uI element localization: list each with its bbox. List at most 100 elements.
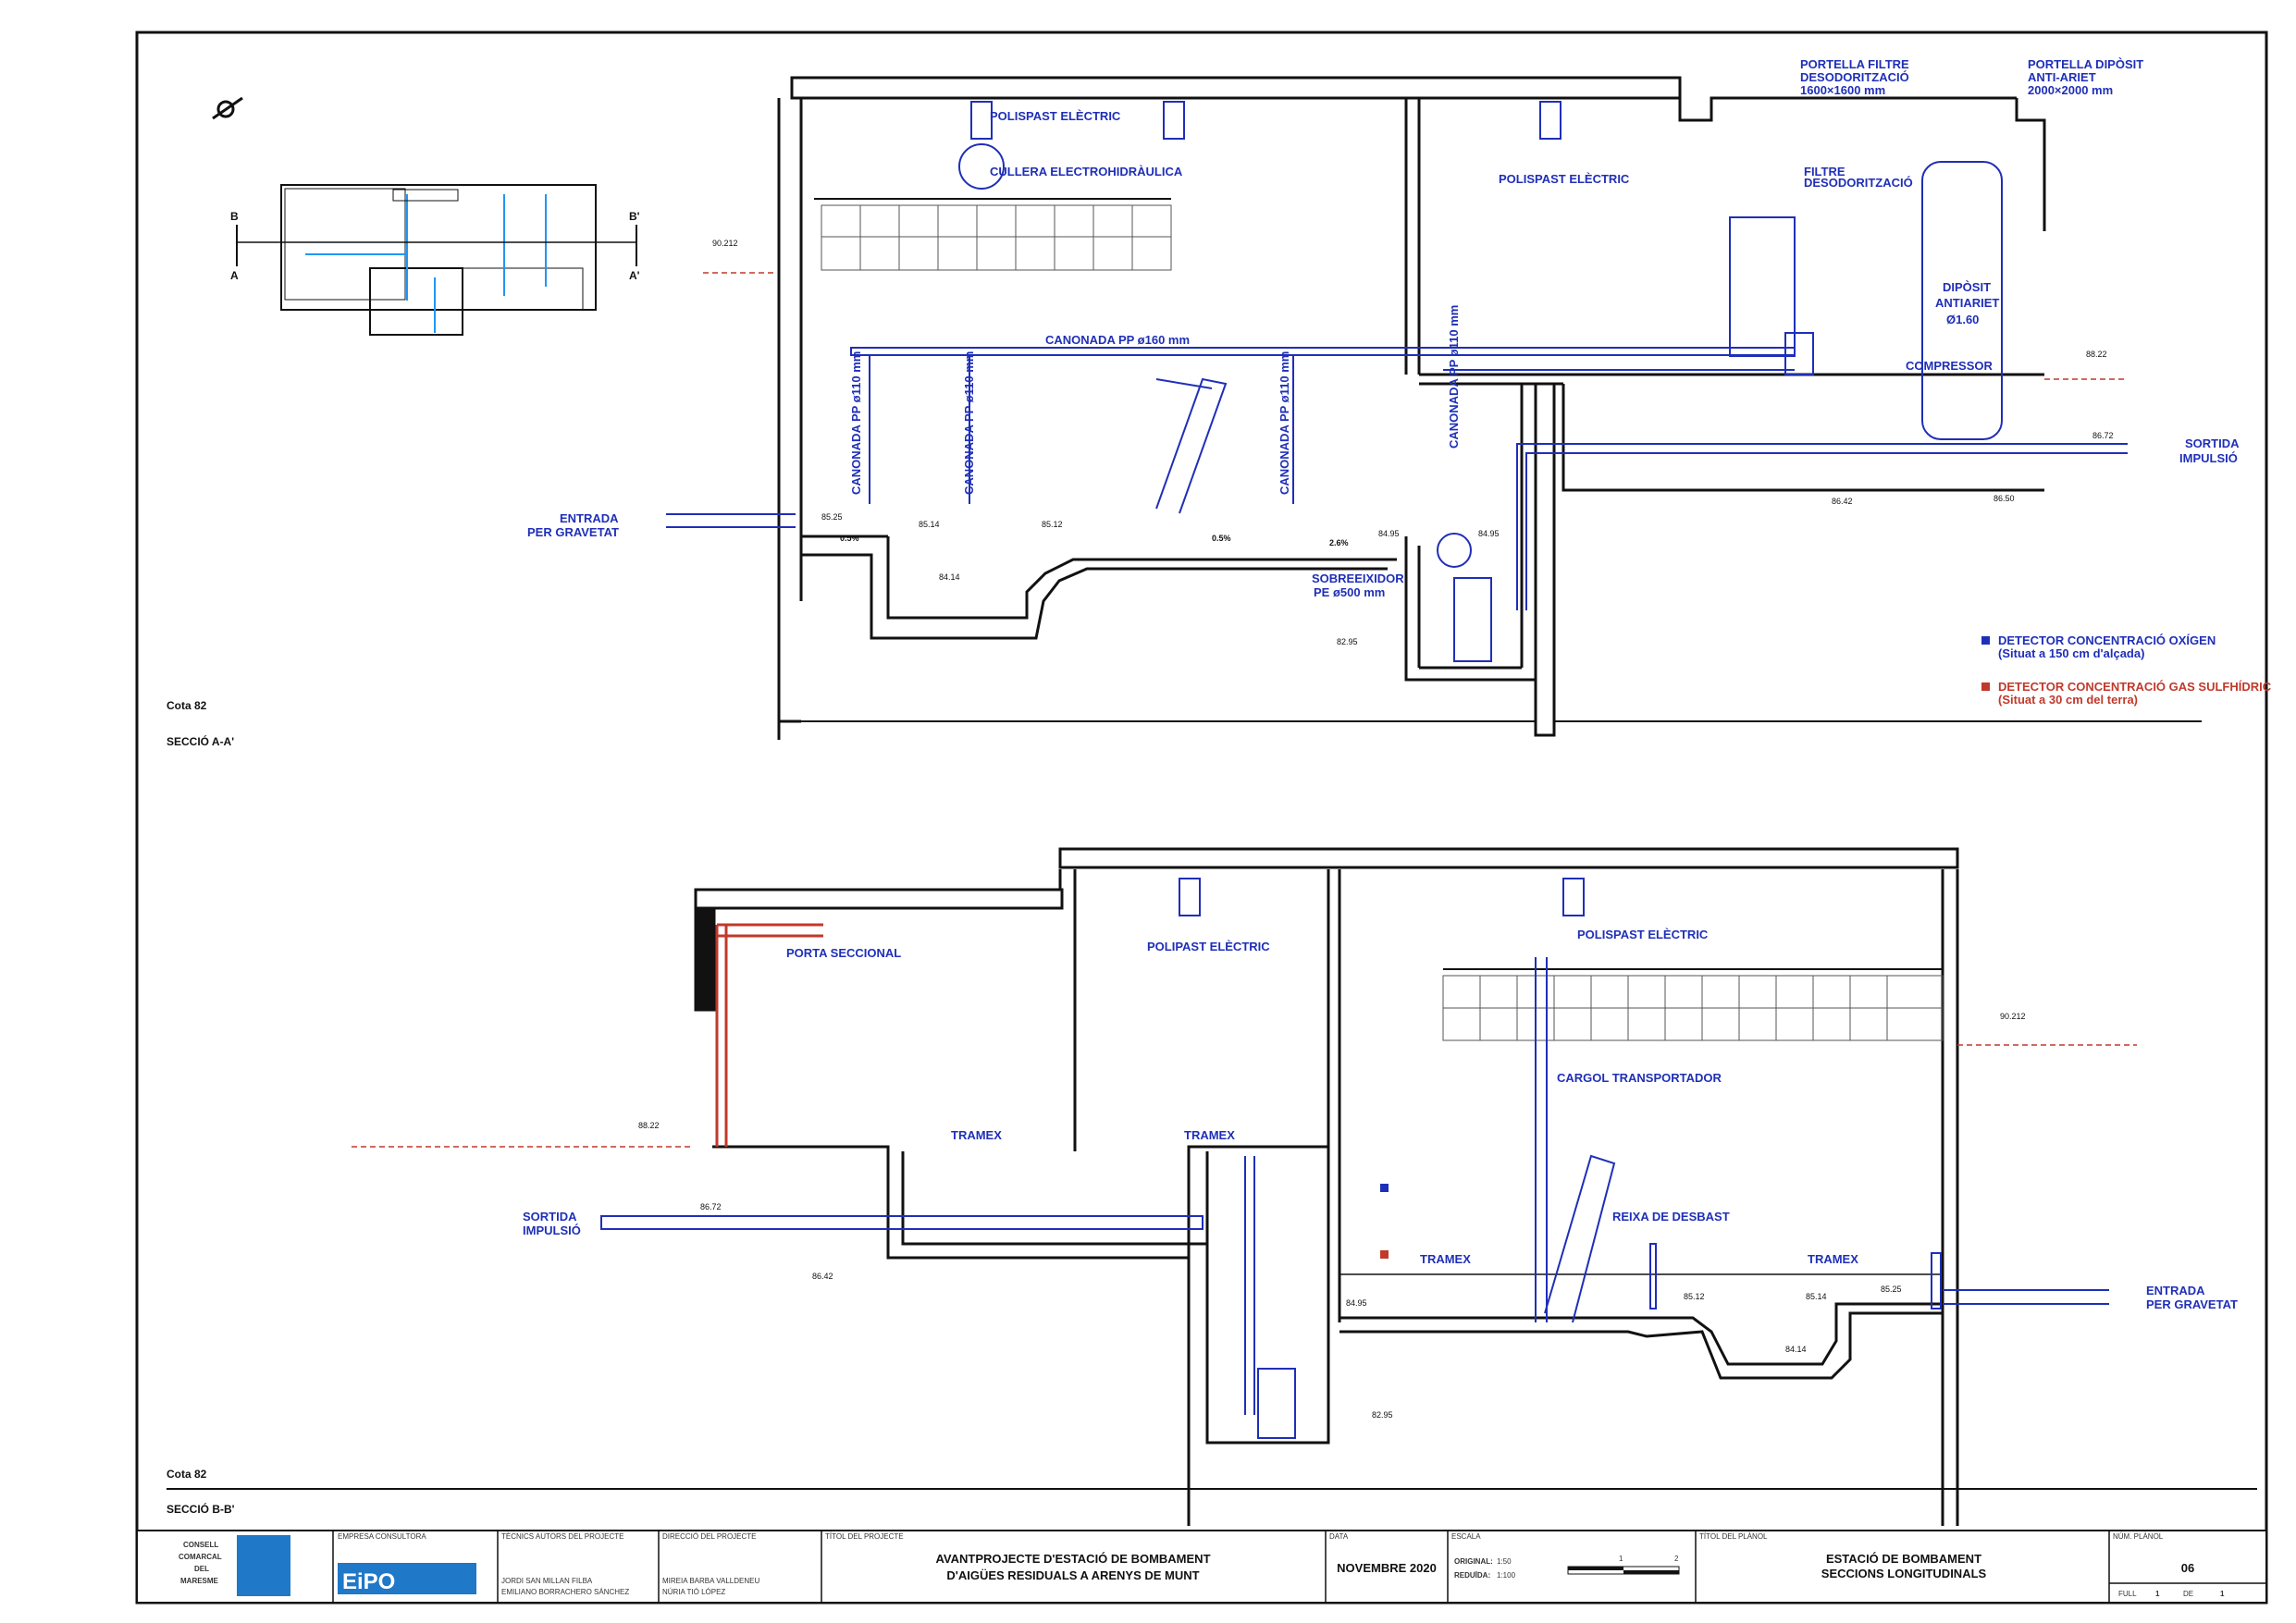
level-8822-b: 88.22	[638, 1121, 660, 1130]
level-8672-b: 86.72	[700, 1202, 722, 1211]
cota-a: Cota 82	[167, 699, 207, 712]
level-8642-a: 86.42	[1832, 497, 1853, 506]
label-filtre2: DESODORITZACIÓ	[1804, 176, 1913, 190]
titol-1: AVANTPROJECTE D'ESTACIÓ DE BOMBAMENT	[935, 1552, 1210, 1566]
planol-hdr: TÍTOL DEL PLÀNOL	[1699, 1532, 1768, 1541]
label-polispast-1: POLISPAST ELÈCTRIC	[990, 109, 1121, 123]
label-tramex-1: TRAMEX	[951, 1128, 1002, 1142]
section-a: B A B' A'	[167, 57, 2240, 748]
planol-1: ESTACIÓ DE BOMBAMENT	[1826, 1552, 1981, 1566]
slope-3-a: 2.6%	[1329, 538, 1349, 547]
level-8295-a: 82.95	[1337, 637, 1358, 646]
label-portella-filtre-dim: 1600×1600 mm	[1800, 83, 1885, 97]
label-gravetat-b: PER GRAVETAT	[2146, 1297, 2238, 1311]
tecnic-1: JORDI SAN MILLAN FILBA	[501, 1577, 593, 1585]
label-reixa: REIXA DE DESBAST	[1612, 1210, 1730, 1223]
org-3: DEL	[194, 1565, 209, 1573]
empresa-hdr: EMPRESA CONSULTORA	[338, 1532, 426, 1541]
reduida-value: 1:100	[1497, 1571, 1516, 1580]
org-4: MARESME	[180, 1577, 219, 1585]
escala-hdr: ESCALA	[1451, 1532, 1481, 1541]
grating-b	[1442, 968, 1944, 1041]
scale-tick-2: 2	[1674, 1555, 1679, 1563]
sectional-door	[715, 923, 823, 1147]
num-hdr: NÚM. PLÀNOL	[2113, 1532, 2164, 1541]
label-canonada-110-b: CANONADA PP ø110 mm	[962, 351, 976, 495]
slope-1-a: 0.5%	[840, 534, 859, 543]
scale-tick-1: 1	[1619, 1555, 1623, 1563]
section-b: PORTA SECCIONAL POLIPAST ELÈCTRIC POLISP…	[167, 847, 2257, 1526]
legend-oxigen: DETECTOR CONCENTRACIÓ OXÍGEN	[1998, 633, 2216, 647]
tecnics-hdr: TÈCNICS AUTORS DEL PROJECTE	[501, 1532, 623, 1541]
label-polispast-b1: POLIPAST ELÈCTRIC	[1147, 940, 1270, 953]
data-value: NOVEMBRE 2020	[1337, 1561, 1437, 1575]
label-sortida-b: SORTIDA	[523, 1210, 577, 1223]
pipes-b	[600, 878, 2109, 1439]
titol-2: D'AIGÜES RESIDUALS A ARENYS DE MUNT	[946, 1568, 1199, 1582]
keyplan-b: B	[230, 210, 239, 223]
direccio-2: NÚRIA TIÓ LÓPEZ	[662, 1588, 725, 1596]
label-canonada-110-a: CANONADA PP ø110 mm	[849, 351, 863, 495]
label-porta: PORTA SECCIONAL	[786, 946, 901, 960]
level-8642-b: 86.42	[812, 1272, 833, 1281]
label-entrada-b: ENTRADA	[2146, 1284, 2205, 1297]
level-8525-a: 85.25	[821, 512, 843, 522]
keyplan-a: A	[230, 269, 239, 282]
legend-sulfhidric-note: (Situat a 30 cm del terra)	[1998, 693, 2138, 707]
level-8414-b: 84.14	[1785, 1345, 1807, 1354]
label-sobreeixidor2: PE ø500 mm	[1314, 585, 1385, 599]
label-polispast-2: POLISPAST ELÈCTRIC	[1499, 172, 1630, 186]
original-lbl: ORIGINAL:	[1454, 1557, 1493, 1566]
label-diposit: DIPÒSIT	[1943, 280, 1991, 294]
label-sortida-a: SORTIDA	[2185, 436, 2240, 450]
level-8295-b: 82.95	[1372, 1410, 1393, 1420]
keyplan-b2: B'	[629, 210, 640, 223]
label-cullera: CULLERA ELECTROHIDRÀULICA	[990, 165, 1183, 178]
label-canonada-110-c: CANONADA PP ø110 mm	[1278, 351, 1291, 495]
level-90212-a: 90.212	[712, 239, 738, 248]
org-2: COMARCAL	[179, 1553, 222, 1561]
legend: DETECTOR CONCENTRACIÓ OXÍGEN (Situat a 1…	[1981, 633, 2272, 707]
title-block: CONSELL COMARCAL DEL MARESME EMPRESA CON…	[136, 1530, 2267, 1604]
level-8525-b: 85.25	[1881, 1285, 1902, 1294]
sulfhidric-marker	[1981, 682, 1990, 691]
label-portella-diposit-dim: 2000×2000 mm	[2028, 83, 2113, 97]
level-8414-a: 84.14	[939, 572, 960, 582]
label-tramex-2: TRAMEX	[1184, 1128, 1235, 1142]
direccio-hdr: DIRECCIÓ DEL PROJECTE	[662, 1532, 757, 1541]
level-markers-b	[352, 1044, 2137, 1148]
section-a-title: SECCIÓ A-A'	[167, 734, 234, 748]
oxigen-marker-b	[1380, 1184, 1389, 1192]
data-hdr: DATA	[1329, 1532, 1349, 1541]
level-8512-a: 85.12	[1042, 520, 1063, 529]
keyplan-a2: A'	[629, 269, 640, 282]
org-1: CONSELL	[183, 1541, 218, 1549]
label-diposit3: Ø1.60	[1946, 313, 1979, 326]
level-8514-b: 85.14	[1806, 1292, 1827, 1301]
label-impulsio-a: IMPULSIÓ	[2179, 451, 2238, 465]
full-lbl: FULL	[2118, 1590, 2137, 1598]
key-plan	[236, 184, 637, 336]
label-tramex-4: TRAMEX	[1808, 1252, 1858, 1266]
sulfhidric-marker-b	[1380, 1250, 1389, 1259]
reduida-lbl: REDUÏDA:	[1454, 1571, 1490, 1580]
level-8514-a: 85.14	[919, 520, 940, 529]
level-8512-b: 85.12	[1684, 1292, 1705, 1301]
level-markers-a	[703, 272, 2128, 380]
section-b-title: SECCIÓ B-B'	[167, 1502, 235, 1516]
num-value: 06	[2181, 1561, 2194, 1575]
scale-bar	[1567, 1566, 1680, 1575]
north-arrow-icon	[212, 96, 243, 120]
eipo-logo-icon	[338, 1563, 476, 1594]
label-filtre: FILTRE	[1804, 165, 1845, 178]
pipes-a	[666, 101, 2128, 662]
level-8650-a: 86.50	[1994, 494, 2015, 503]
eipo-logo-text: EiPO	[342, 1569, 395, 1594]
label-polispast-b2: POLISPAST ELÈCTRIC	[1577, 928, 1709, 941]
label-desodoritzacio: DESODORITZACIÓ	[1800, 70, 1909, 84]
level-8495b-a: 84.95	[1478, 529, 1500, 538]
label-entrada-a: ENTRADA	[560, 511, 619, 525]
label-sobreeixidor: SOBREEIXIDOR	[1312, 572, 1404, 585]
level-8495-b: 84.95	[1346, 1298, 1367, 1308]
